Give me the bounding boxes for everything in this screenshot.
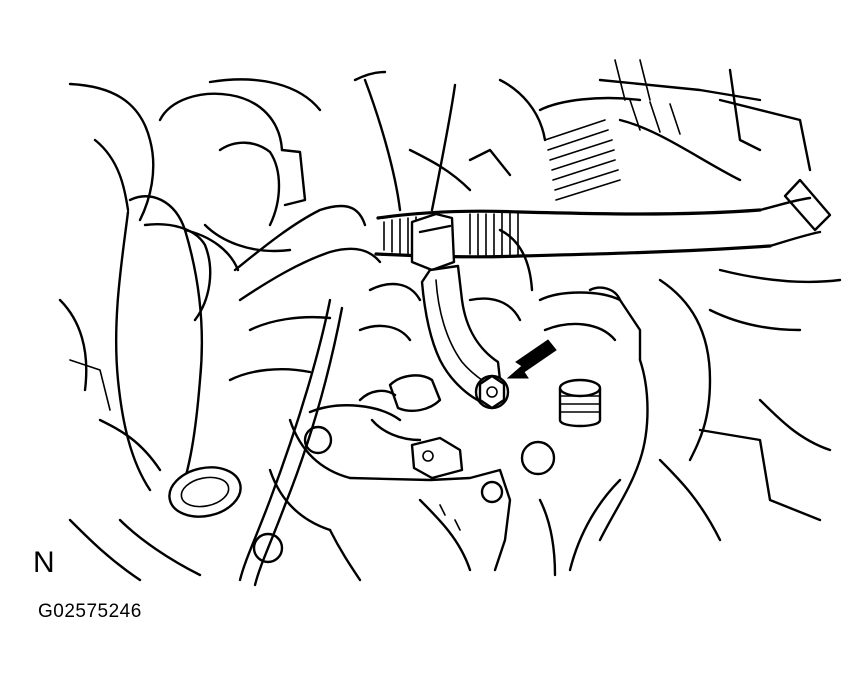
upper-right-ribbed-part bbox=[498, 68, 812, 201]
right-housing bbox=[538, 278, 822, 572]
background-details bbox=[68, 59, 842, 582]
engine-block bbox=[252, 404, 557, 582]
upper-crossover-hose bbox=[233, 70, 457, 302]
upper-left-hose bbox=[143, 78, 322, 322]
figure-id: G02575246 bbox=[38, 601, 142, 622]
sensor-connector bbox=[358, 374, 464, 480]
view-label: N bbox=[33, 546, 55, 579]
left-radiator-hose bbox=[58, 82, 242, 518]
brake-lines bbox=[228, 298, 344, 587]
bolt-icon bbox=[474, 374, 510, 410]
wire-harness bbox=[374, 178, 832, 259]
sensor-stud bbox=[558, 378, 602, 428]
arrow-icon bbox=[506, 339, 557, 379]
